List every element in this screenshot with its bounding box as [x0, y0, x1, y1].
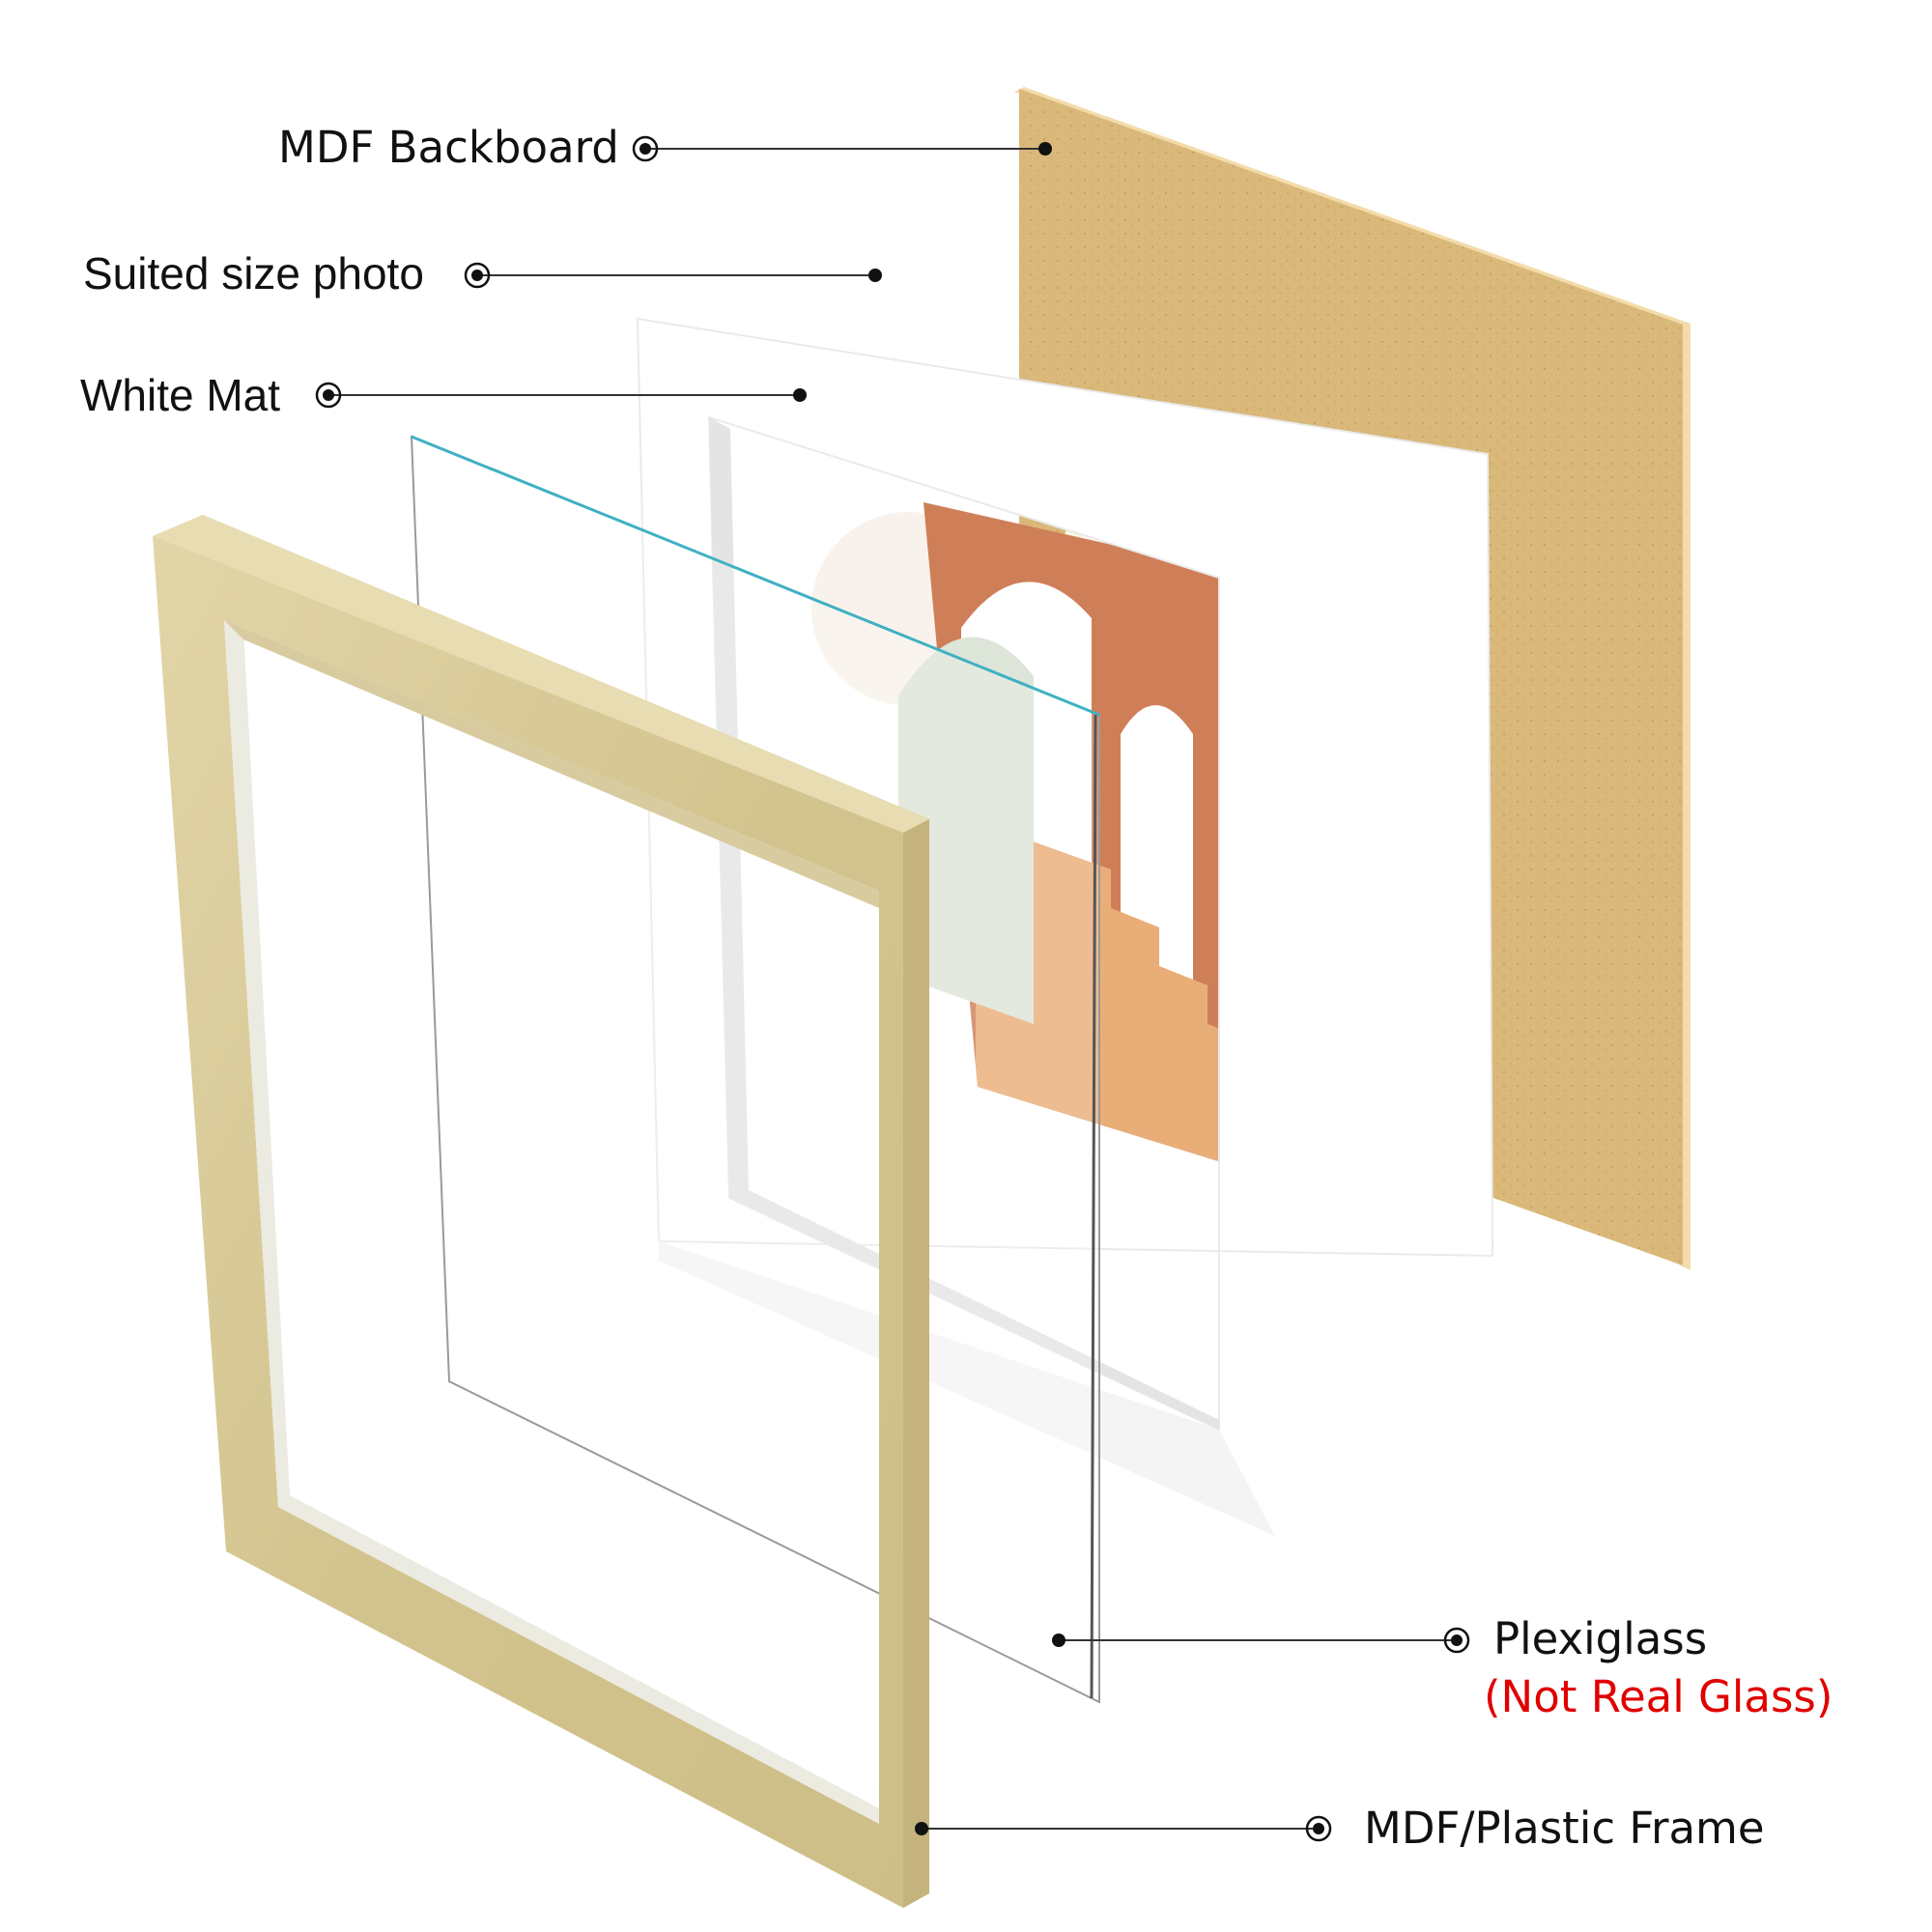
marker-center-frame: [1313, 1823, 1324, 1834]
label-photo: Suited size photo: [83, 248, 424, 298]
marker-dot-plexiglass: [1052, 1634, 1065, 1647]
plexiglass-right-edge: [1090, 714, 1097, 1699]
marker-ring-backboard: [632, 135, 659, 162]
mat-lower-board: [659, 1241, 1275, 1536]
marker-center-backboard: [639, 143, 651, 155]
marker-ring-frame: [1305, 1815, 1332, 1842]
marker-ring-photo: [464, 262, 491, 289]
picture-frame: [153, 515, 929, 1908]
label-mat: White Mat: [80, 370, 281, 420]
frame-inner-bottom-lip: [224, 620, 879, 908]
marker-center-photo: [471, 270, 483, 281]
marker-center-plexiglass: [1451, 1634, 1463, 1646]
label-plexiglass: Plexiglass: [1493, 1613, 1708, 1664]
label-frame: MDF/Plastic Frame: [1364, 1803, 1765, 1854]
marker-ring-plexiglass: [1443, 1627, 1470, 1654]
marker-center-mat: [323, 389, 334, 401]
frame-face: [153, 515, 929, 1908]
frame-side: [903, 819, 929, 1908]
white-mat: [636, 317, 1493, 1536]
marker-ring-mat: [315, 382, 342, 409]
marker-dot-photo: [868, 269, 882, 282]
marker-dot-frame: [915, 1822, 928, 1835]
frame-top-bevel: [153, 515, 929, 833]
leader-lines: [328, 148, 1457, 1830]
label-plexiglass-note: (Not Real Glass): [1484, 1671, 1833, 1722]
marker-dot-backboard: [1038, 142, 1052, 156]
marker-dot-mat: [793, 388, 807, 402]
label-backboard: MDF Backboard: [278, 122, 619, 173]
plexiglass-top-edge: [411, 435, 1100, 717]
markers: [315, 135, 1470, 1842]
art-sage-arch: [898, 637, 1034, 1024]
